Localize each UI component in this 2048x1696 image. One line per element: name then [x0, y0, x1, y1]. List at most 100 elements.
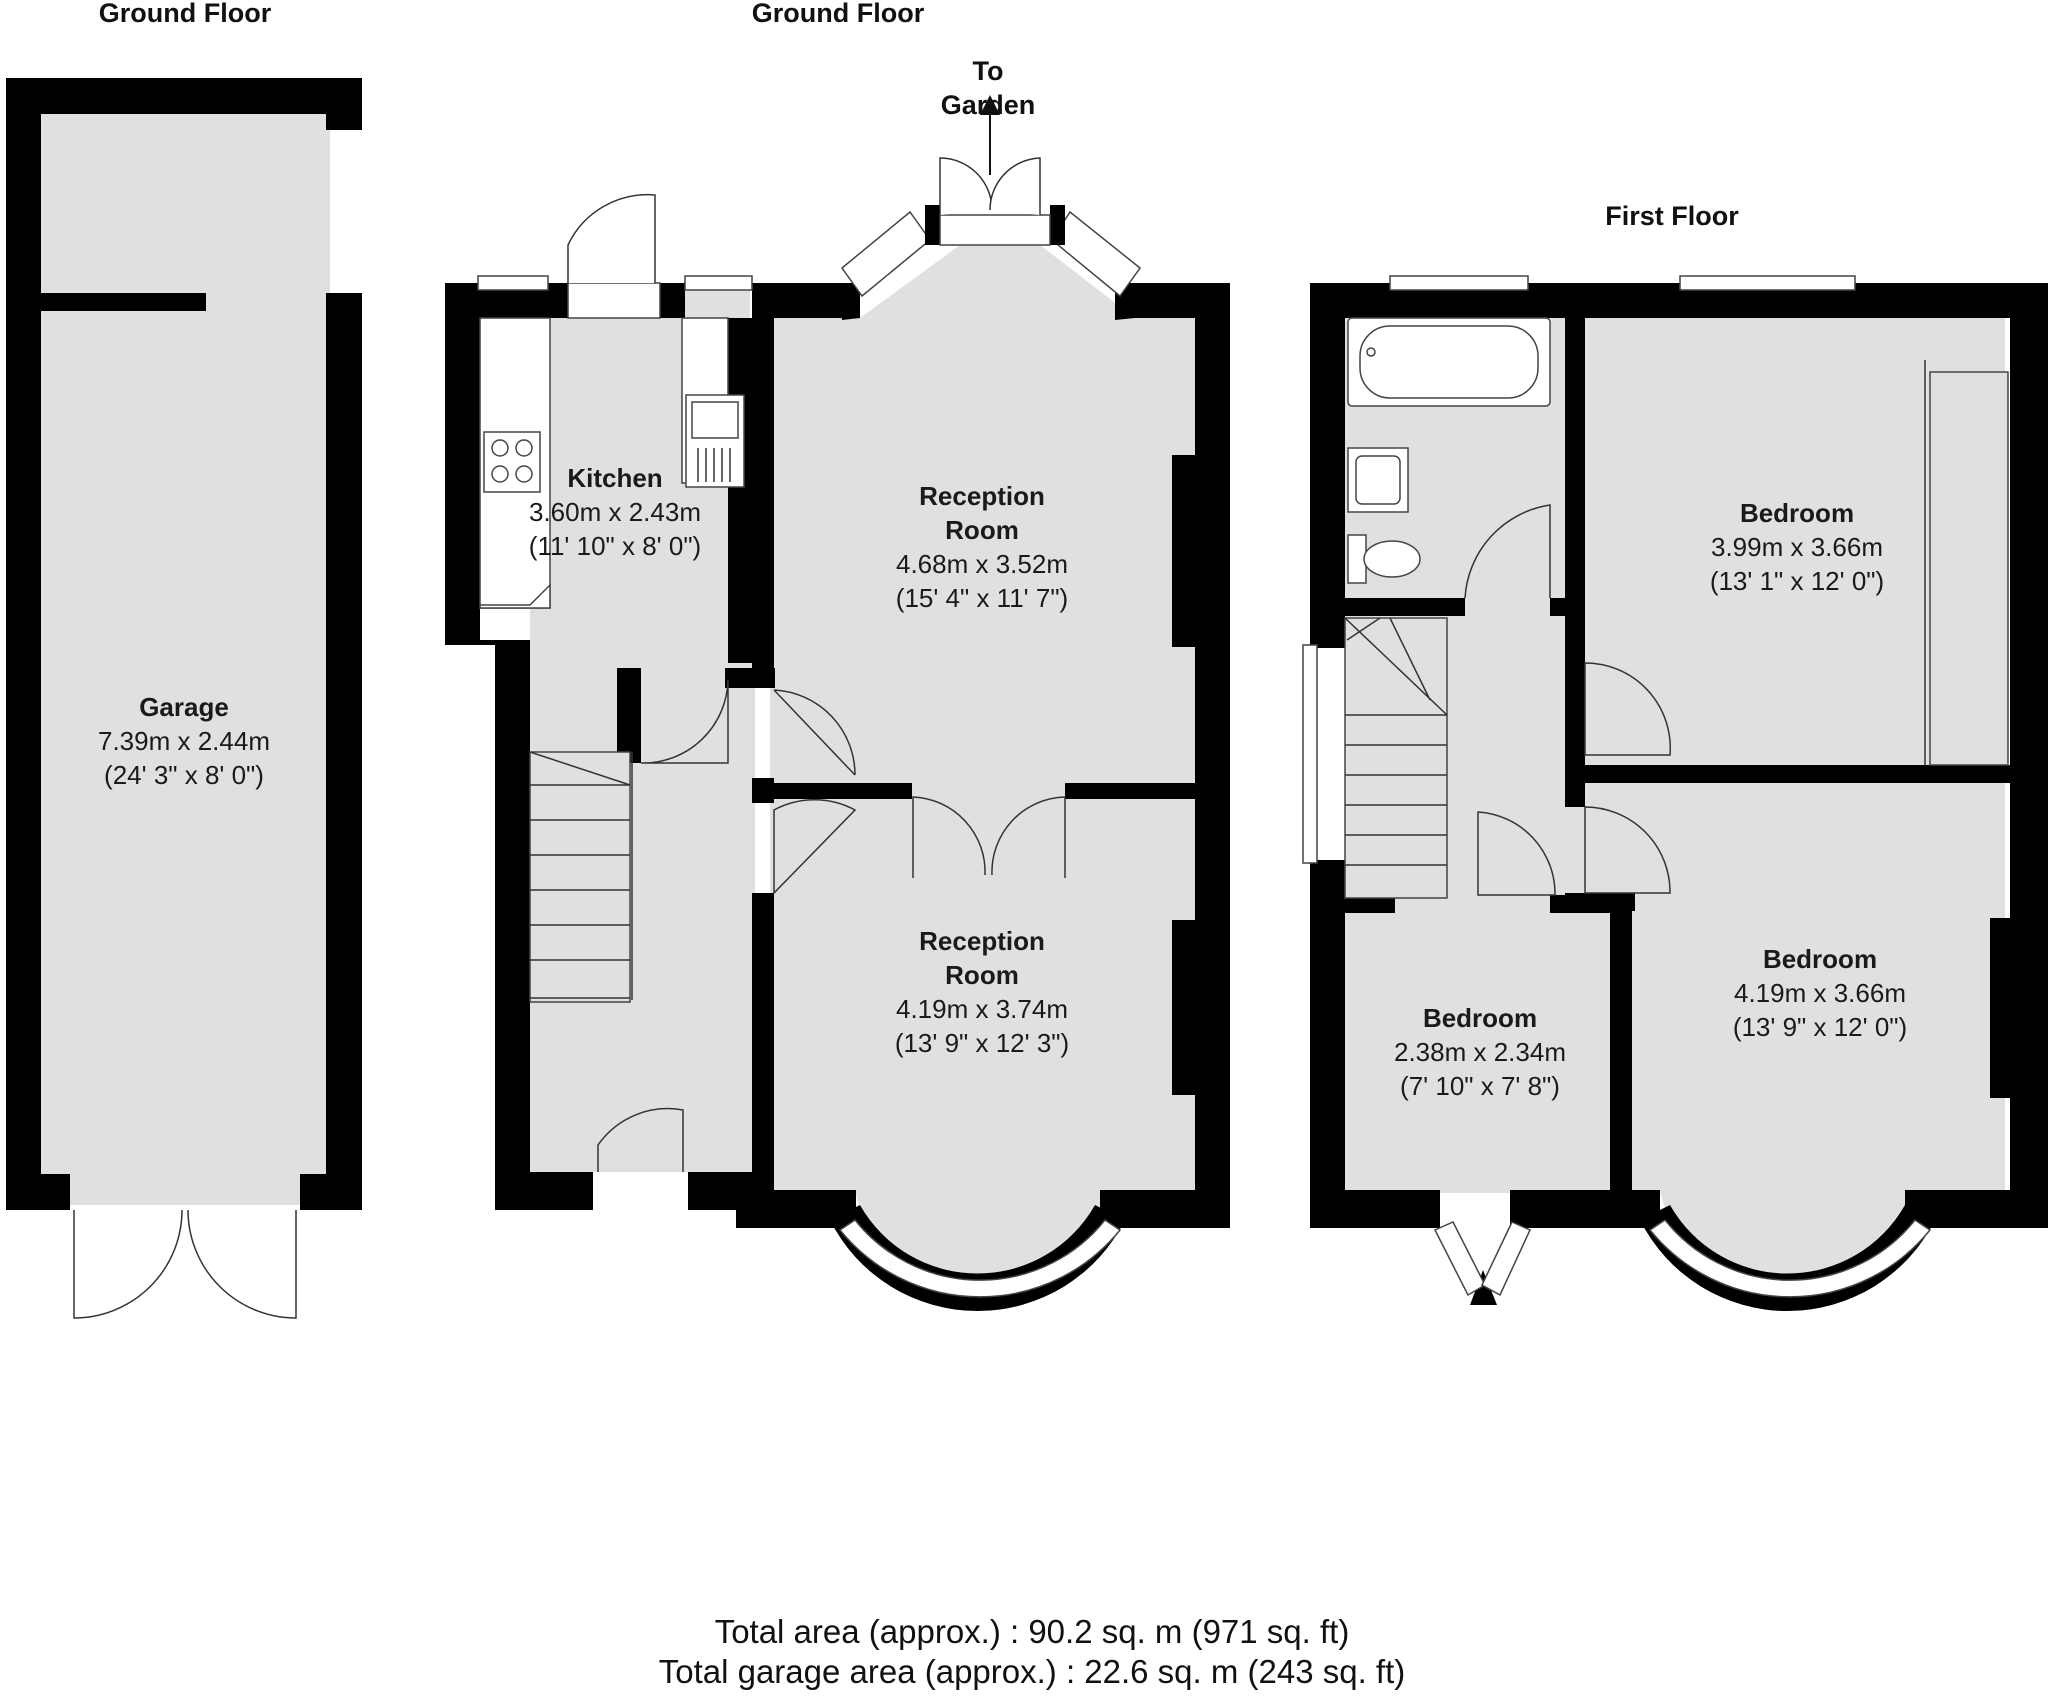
- reception-front-bay-wall: [830, 1205, 1125, 1312]
- first-wall-left-bottom: [1310, 860, 1345, 1228]
- kitchen-wall-bottom: [725, 668, 775, 688]
- garden-step-wall-left: [925, 205, 940, 245]
- basin-bowl: [1355, 455, 1401, 505]
- first-floor-title: First Floor: [1605, 201, 1739, 231]
- bedroom-rear-door: [1584, 662, 1672, 756]
- reception-double-door-right: [991, 796, 1066, 878]
- garage-internal-partition: [40, 293, 206, 311]
- garden-step-wall-right: [1050, 205, 1065, 245]
- kitchen-wall-step: [445, 640, 530, 645]
- hob-ring-2: [515, 439, 533, 457]
- kitchen-back-door: [567, 193, 656, 283]
- garage-plan: [6, 78, 362, 1319]
- first-floor-base: [1345, 318, 2005, 1193]
- garage-wall-left: [6, 78, 41, 1210]
- kitchen-wall-left: [445, 283, 480, 645]
- garage-door-left: [73, 1209, 183, 1319]
- bath-inner: [1359, 325, 1539, 399]
- reception-divider-left: [752, 783, 912, 799]
- ground-floor-stairs: [529, 751, 633, 1003]
- to-garden-label-2: Garden: [941, 90, 1036, 120]
- rear-bay-wall-right: [1115, 300, 1135, 320]
- first-wall-left-top: [1310, 283, 1345, 648]
- bedroom-rear-bottom-wall: [1565, 765, 2010, 783]
- hall-reception-wall-top: [752, 283, 774, 678]
- bedroom-front-top-wall: [1565, 893, 1635, 911]
- kitchen-back-door-frame: [567, 282, 661, 319]
- first-wall-right: [2010, 283, 2048, 1228]
- bedroom-small-imperial: (7' 10" x 7' 8"): [1400, 1071, 1560, 1101]
- garage-wall-bottom-left: [6, 1174, 70, 1210]
- bedroom-front-bay-window: [1648, 1218, 1932, 1298]
- garage-wall-bottom-right: [300, 1174, 362, 1210]
- garage-imperial: (24' 3" x 8' 0"): [104, 760, 264, 790]
- kitchen-hall-door: [640, 679, 729, 764]
- first-floor-plan: [1302, 275, 2048, 1312]
- bedroom-front-imperial: (13' 9" x 12' 0"): [1733, 1012, 1907, 1042]
- kitchen-name: Kitchen: [567, 463, 662, 493]
- wardrobe: [1929, 371, 2009, 766]
- garage-floor-area: [40, 113, 330, 1205]
- kitchen-worktop-corner: [479, 583, 551, 609]
- bedroom-rear-imperial: (13' 1" x 12' 0"): [1710, 566, 1884, 596]
- bathroom-door: [1464, 504, 1551, 599]
- bedroom-front-metric: 4.19m x 3.66m: [1734, 978, 1906, 1008]
- ground-floor-title: Ground Floor: [752, 0, 925, 28]
- bedroom-front-chimney: [1990, 918, 2012, 1098]
- reception-rear-metric: 4.68m x 3.52m: [896, 549, 1068, 579]
- reception-rear-name-1: Reception: [919, 481, 1045, 511]
- hob-ring-4: [515, 465, 533, 483]
- rear-bay-wall-left: [840, 300, 860, 320]
- stair-top-outline: [1344, 617, 1448, 899]
- garden-step-outline: [939, 214, 1051, 246]
- garage-metric: 7.39m x 2.44m: [98, 726, 270, 756]
- reception-rear-door: [773, 689, 856, 776]
- ground-floor-plan: [445, 95, 1230, 1312]
- hall-reception-wall-bottom: [752, 893, 774, 1213]
- kitchen-sink-drainer: [697, 448, 731, 482]
- total-area: Total area (approx.) : 90.2 sq. m (971 s…: [715, 1613, 1350, 1650]
- garage-wall-right: [326, 293, 362, 1210]
- ground-wall-right: [1195, 283, 1230, 1228]
- bedroom-rear-name: Bedroom: [1740, 498, 1854, 528]
- bedroom-small-bay-tip: [1470, 1270, 1497, 1305]
- reception-front-imperial: (13' 9" x 12' 3"): [895, 1028, 1069, 1058]
- hob-ring-1: [491, 439, 509, 457]
- to-garden-label-1: To: [973, 56, 1004, 86]
- kitchen-right-wall: [728, 318, 752, 663]
- hob-ring-3: [491, 465, 509, 483]
- bedroom-front-door: [1584, 806, 1671, 894]
- kitchen-wall-top-right: [660, 283, 685, 318]
- reception-rear-floor-area: [770, 245, 1200, 795]
- reception-front-metric: 4.19m x 3.74m: [896, 994, 1068, 1024]
- bedroom-small-bay-right: [1481, 1221, 1531, 1297]
- reception-front-name-2: Room: [945, 960, 1019, 990]
- reception-front-door: [773, 799, 857, 895]
- reception-double-door-left: [912, 796, 986, 878]
- bedroom-rear-left-wall: [1565, 318, 1585, 783]
- hall-wall-mid: [752, 778, 774, 803]
- garage-floor-title: Ground Floor: [99, 0, 272, 28]
- ground-wall-bottom-left: [495, 1172, 593, 1210]
- stair-top-treads: [1344, 617, 1448, 866]
- hob: [483, 431, 541, 493]
- first-floor-stairs: [1344, 617, 1448, 899]
- garage-wall-top: [6, 78, 362, 114]
- bedroom-small-name: Bedroom: [1423, 1003, 1537, 1033]
- bath-tap: [1366, 347, 1376, 357]
- landing-bottom-wall: [1345, 895, 1395, 913]
- kitchen-metric: 3.60m x 2.43m: [529, 497, 701, 527]
- garden-door-left: [939, 157, 993, 215]
- bedroom-small-metric: 2.38m x 2.34m: [1394, 1037, 1566, 1067]
- kitchen-wall-top-mid: [548, 283, 570, 318]
- to-garden-arrow-head: [980, 95, 1000, 115]
- bathroom-bottom-wall: [1345, 598, 1465, 616]
- bedroom-front-bay-wall: [1640, 1205, 1935, 1312]
- bedroom-rear-metric: 3.99m x 3.66m: [1711, 532, 1883, 562]
- toilet-pan: [1363, 540, 1421, 578]
- reception-rear-imperial: (15' 4" x 11' 7"): [896, 583, 1068, 613]
- garage-wall-right-top: [326, 78, 362, 130]
- bedroom-small-door: [1477, 811, 1556, 896]
- stair-outline: [529, 751, 631, 1003]
